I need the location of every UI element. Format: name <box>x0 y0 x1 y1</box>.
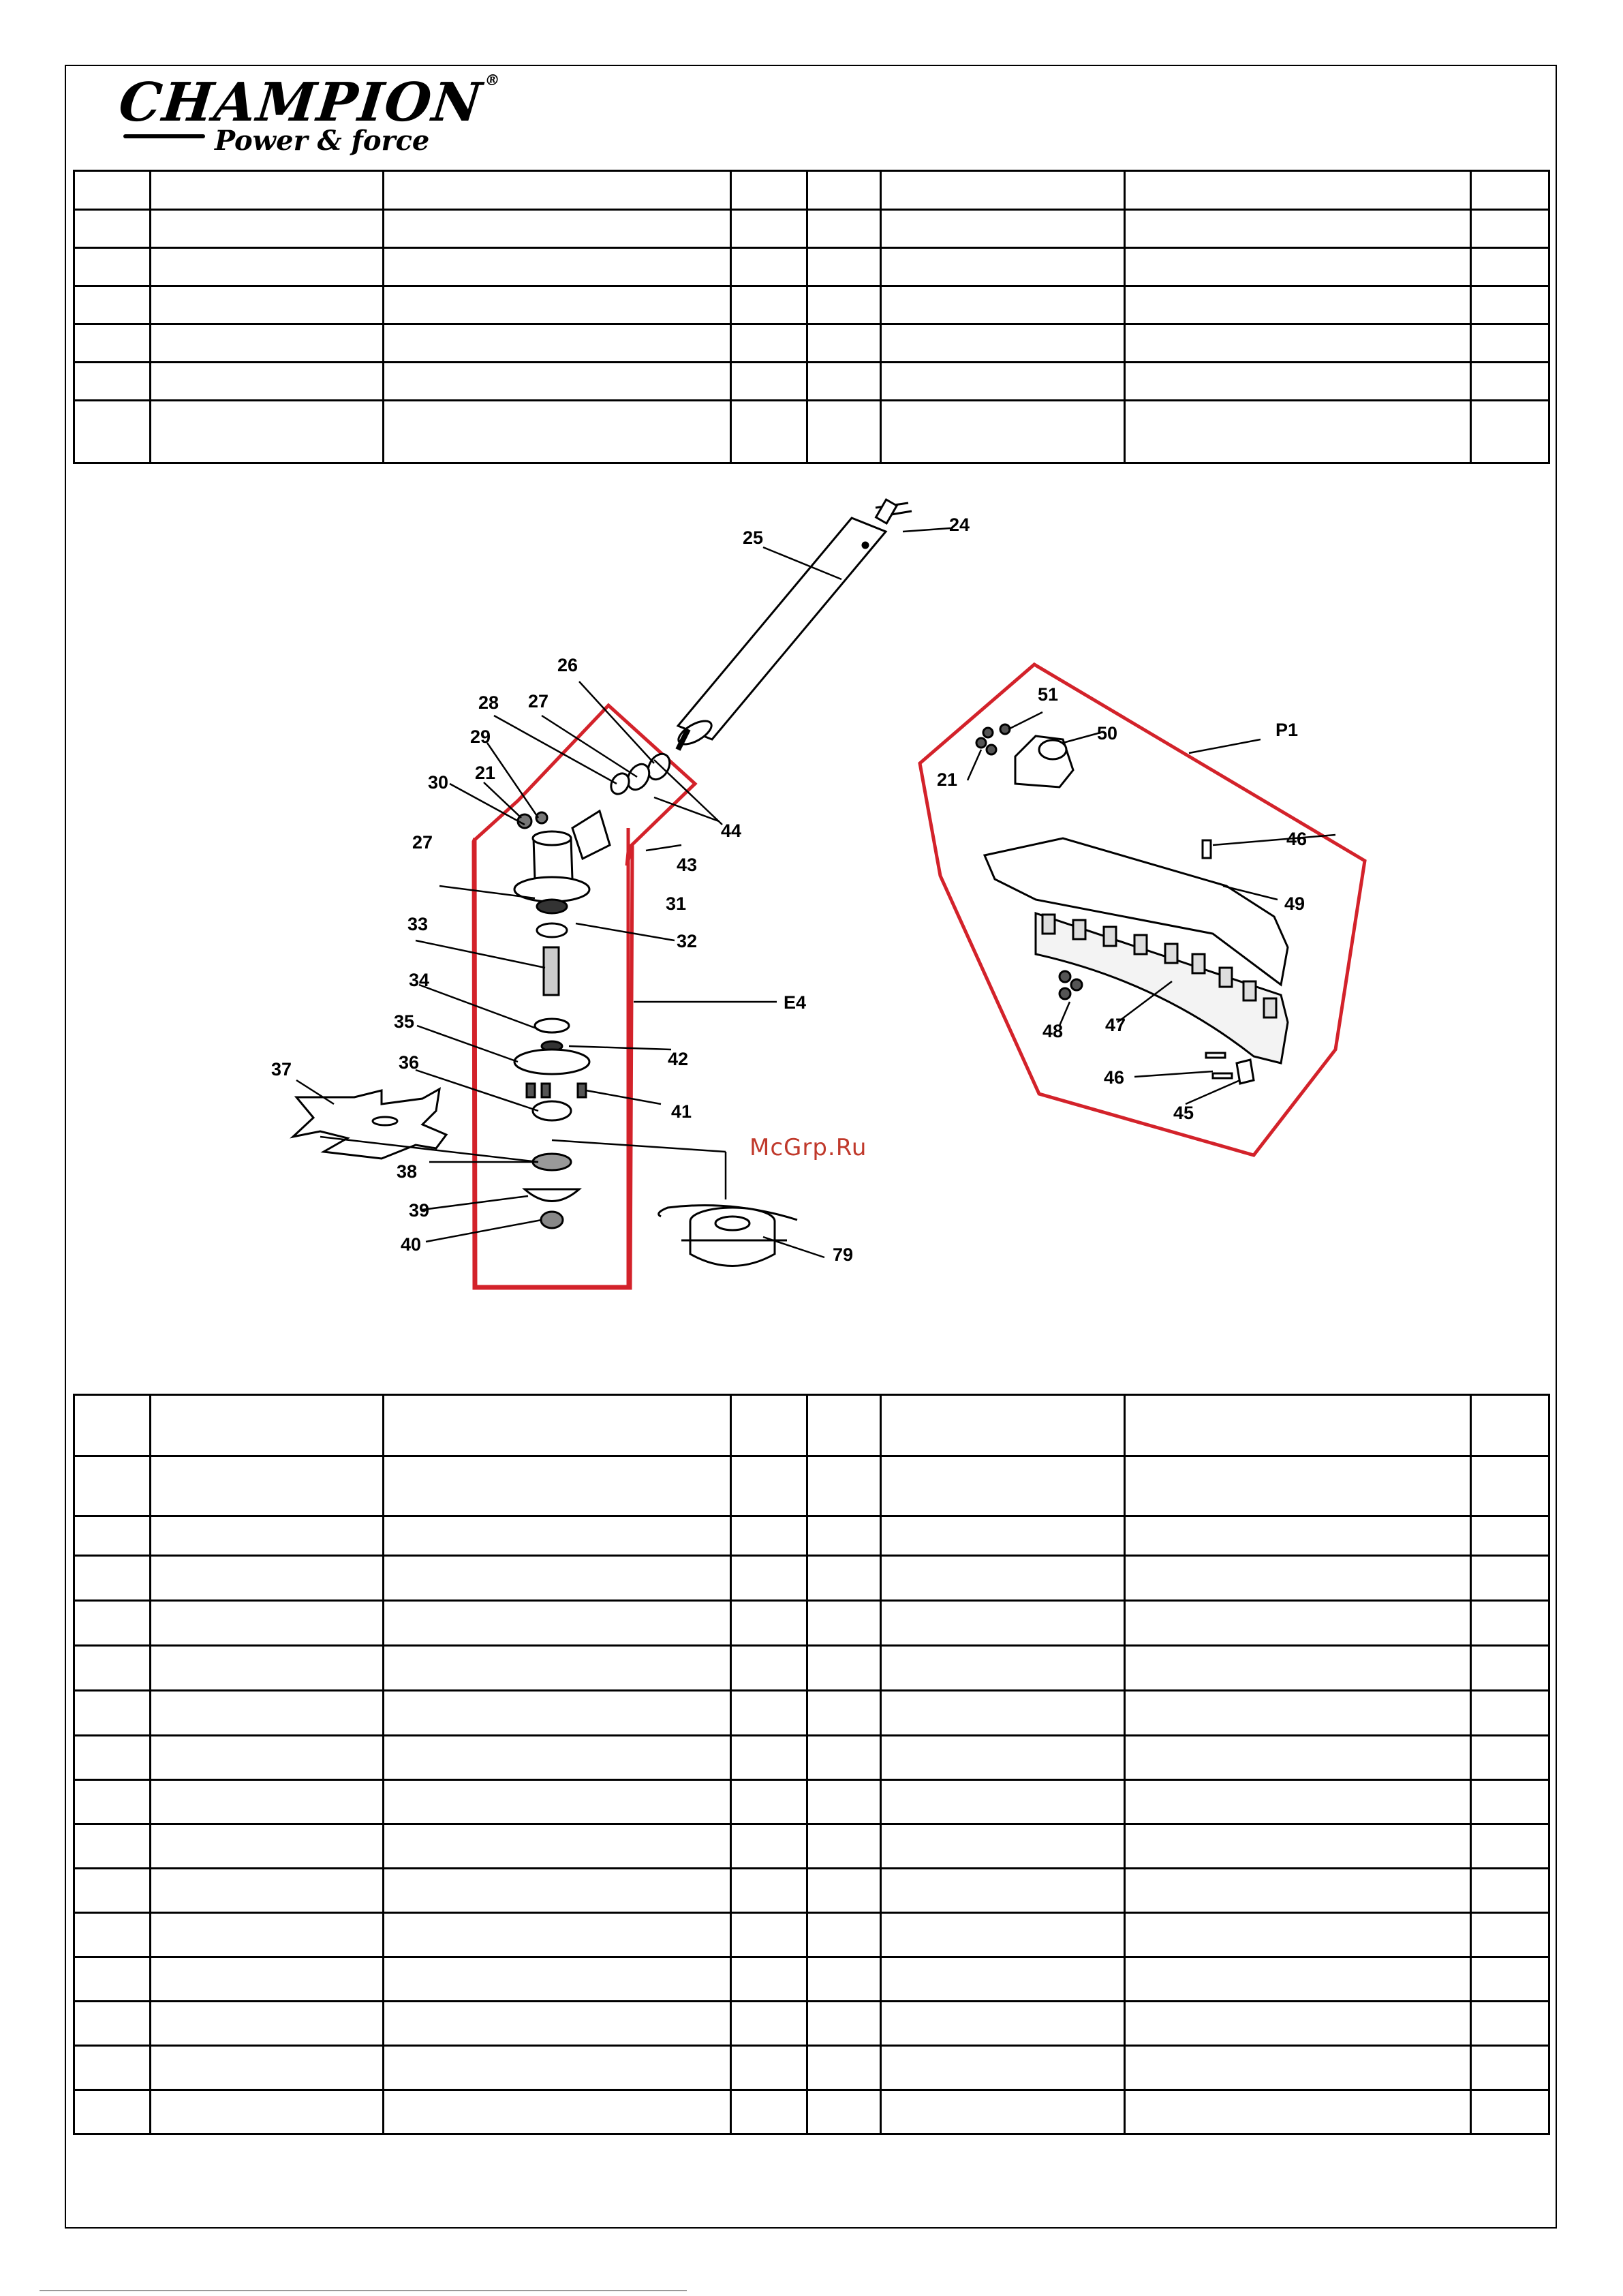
table-row <box>73 1515 1550 1557</box>
table-row <box>73 323 1550 363</box>
callout-21-left: 21 <box>475 763 495 783</box>
trimmer-blade <box>290 1087 448 1160</box>
champion-logo: CHAMPION® Power & force <box>116 72 502 160</box>
table-row <box>73 1867 1550 1914</box>
leader-lines <box>296 527 1336 1259</box>
brand-tagline: Power & force <box>215 125 430 157</box>
callout-50: 50 <box>1097 723 1117 744</box>
callout-79: 79 <box>833 1244 853 1265</box>
callout-32: 32 <box>677 931 697 951</box>
callout-33: 33 <box>407 914 428 934</box>
callout-51: 51 <box>1038 684 1058 705</box>
callout-42: 42 <box>668 1049 688 1069</box>
callout-35: 35 <box>394 1011 414 1032</box>
callout-30: 30 <box>428 772 448 793</box>
table-row <box>73 1912 1550 1958</box>
label-p1: P1 <box>1276 720 1298 740</box>
p1-outline <box>918 662 1367 1157</box>
callout-labels: 24 25 26 27 28 29 21 30 27 31 32 33 34 3… <box>271 515 1307 1265</box>
table-row <box>73 247 1550 287</box>
table-row <box>73 2089 1550 2135</box>
parts-table-bottom <box>73 1394 1550 2135</box>
logo-swoosh <box>123 134 205 138</box>
table-row <box>73 1455 1550 1517</box>
callout-40: 40 <box>401 1234 421 1255</box>
table-row <box>73 1734 1550 1781</box>
callout-27-mid: 27 <box>412 832 433 853</box>
callout-21-right: 21 <box>937 769 957 790</box>
callout-26: 26 <box>557 655 578 675</box>
table-row <box>73 209 1550 249</box>
callout-41: 41 <box>671 1101 692 1122</box>
callout-46-top: 46 <box>1286 829 1307 849</box>
callout-29: 29 <box>470 726 491 747</box>
callout-45: 45 <box>1173 1103 1194 1123</box>
e4-outline-main <box>473 703 698 1289</box>
callout-39: 39 <box>409 1200 429 1221</box>
trimmer-head <box>658 1204 798 1267</box>
callout-24: 24 <box>949 515 970 535</box>
watermark: McGrp.Ru <box>749 1134 867 1161</box>
callout-43: 43 <box>677 855 697 875</box>
callout-34: 34 <box>409 970 429 990</box>
table-row <box>73 1779 1550 1825</box>
drive-shaft <box>675 498 912 751</box>
callout-27-top: 27 <box>528 691 548 711</box>
callout-28: 28 <box>478 692 499 713</box>
table-row <box>73 361 1550 401</box>
callout-36: 36 <box>399 1052 419 1073</box>
table-row <box>73 1394 1550 1457</box>
footer-rule <box>40 2290 687 2291</box>
exploded-parts-diagram: 24 25 26 27 28 29 21 30 27 31 32 33 34 3… <box>271 498 1367 1290</box>
callout-38: 38 <box>397 1161 417 1182</box>
gearbox-parts <box>513 752 671 1229</box>
table-row <box>73 1599 1550 1647</box>
callout-25: 25 <box>743 527 763 548</box>
table-row <box>73 1644 1550 1692</box>
callout-47: 47 <box>1105 1015 1126 1035</box>
table-row <box>73 1823 1550 1869</box>
page-frame <box>65 65 1557 2229</box>
callout-46-bottom: 46 <box>1104 1067 1124 1088</box>
callout-37: 37 <box>271 1059 292 1080</box>
blade-hub <box>371 1116 399 1127</box>
table-row <box>73 399 1550 464</box>
label-e4: E4 <box>784 992 806 1013</box>
table-row <box>73 2000 1550 2047</box>
table-row <box>73 285 1550 325</box>
callout-49: 49 <box>1284 893 1305 914</box>
callout-44: 44 <box>721 821 741 841</box>
callout-31: 31 <box>666 893 686 914</box>
table-row <box>73 1689 1550 1736</box>
table-row <box>73 1555 1550 1602</box>
table-row <box>73 2045 1550 2091</box>
callout-48: 48 <box>1042 1021 1063 1041</box>
table-row <box>73 1956 1550 2002</box>
parts-table-top <box>73 170 1550 464</box>
table-row <box>73 170 1550 211</box>
